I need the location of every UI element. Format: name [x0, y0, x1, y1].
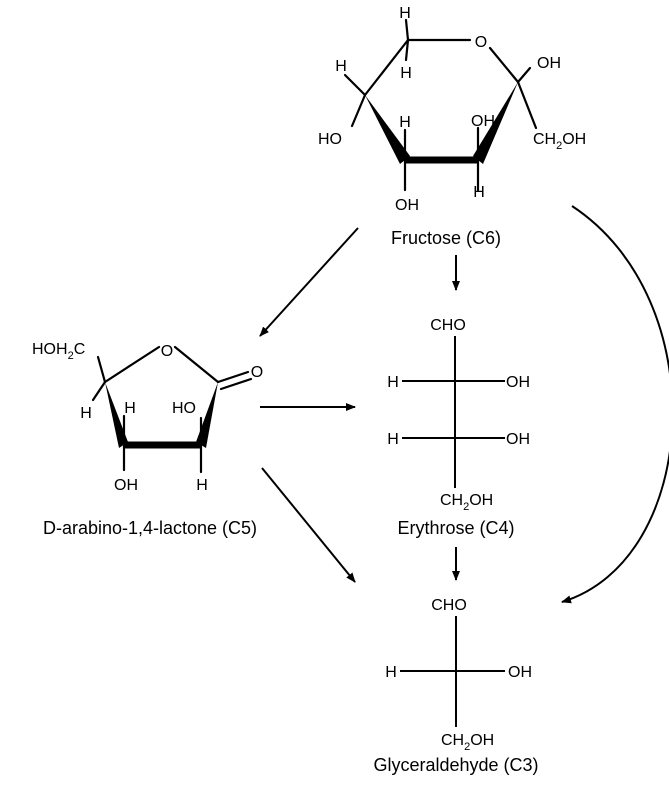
lactone-caption: D-arabino-1,4-lactone (C5)	[43, 518, 257, 538]
hydroxyl-label: OH	[537, 55, 561, 72]
bond	[173, 345, 220, 384]
hydrogen-label: H	[124, 400, 136, 417]
hydrogen-label: H	[399, 114, 411, 131]
hydroxyl-label: HO	[318, 131, 342, 148]
arrow-fructose-to-lactone	[259, 227, 359, 337]
bond	[216, 370, 250, 384]
bond	[350, 93, 367, 128]
hydrogen-label: H	[387, 374, 399, 391]
bond	[96, 355, 107, 384]
bond	[516, 80, 538, 130]
hydroxymethyl-label: HOH2C	[32, 341, 85, 362]
glyceraldehyde-structure: CHO H OH CH2OH Glyceraldehyde (C3)	[373, 597, 538, 775]
bond	[103, 345, 161, 384]
hydroxyl-label: OH	[508, 664, 532, 681]
fructose-structure: O H H H HO H OH OH H OH CH2OH Fructose (…	[318, 5, 586, 248]
hydroxyl-label: OH	[395, 197, 419, 214]
hydroxyl-label: HO	[172, 400, 196, 417]
hydrogen-label: H	[473, 184, 485, 201]
hydroxyl-label: OH	[506, 431, 530, 448]
glyceraldehyde-caption: Glyceraldehyde (C3)	[373, 755, 538, 775]
aldehyde-label: CHO	[430, 317, 466, 334]
wedge-bond	[365, 95, 410, 164]
bond	[488, 46, 520, 84]
aldehyde-label: CHO	[431, 597, 467, 614]
wedge-bond	[196, 382, 218, 448]
fructose-caption: Fructose (C6)	[391, 228, 501, 248]
ring-oxygen: O	[475, 34, 487, 51]
wedge-bond	[105, 382, 128, 448]
bond	[363, 38, 410, 97]
bond	[219, 377, 253, 391]
carbonyl-oxygen: O	[251, 364, 263, 381]
hydroxyl-label: OH	[471, 113, 495, 130]
hydrogen-label: H	[385, 664, 397, 681]
ring-oxygen: O	[161, 343, 173, 360]
erythrose-caption: Erythrose (C4)	[397, 518, 514, 538]
hydroxyl-label: OH	[114, 477, 138, 494]
hydroxymethyl-label: CH2OH	[440, 492, 493, 513]
hydrogen-label: H	[335, 58, 347, 75]
hydrogen-label: H	[80, 405, 92, 422]
erythrose-structure: CHO H OH H OH CH2OH Erythrose (C4)	[387, 317, 530, 538]
hydroxyl-label: OH	[506, 374, 530, 391]
arrow-fructose-to-glyceraldehyde	[561, 205, 669, 604]
hydroxymethyl-label: CH2OH	[441, 732, 494, 753]
hydroxymethyl-label: CH2OH	[533, 131, 586, 152]
hydrogen-label: H	[196, 477, 208, 494]
arrow-lactone-to-glyceraldehyde	[261, 467, 356, 583]
bond	[343, 73, 367, 97]
bond	[404, 18, 410, 42]
bond	[91, 380, 107, 402]
hydrogen-label: H	[387, 431, 399, 448]
lactone-structure: HOH2C O O H H HO OH H D-arabino-1,4-lact…	[32, 341, 263, 538]
bond	[404, 38, 410, 62]
hydrogen-label: H	[400, 65, 412, 82]
bond	[516, 66, 532, 84]
wedge-bond	[473, 82, 518, 164]
hydrogen-label: H	[399, 5, 411, 22]
